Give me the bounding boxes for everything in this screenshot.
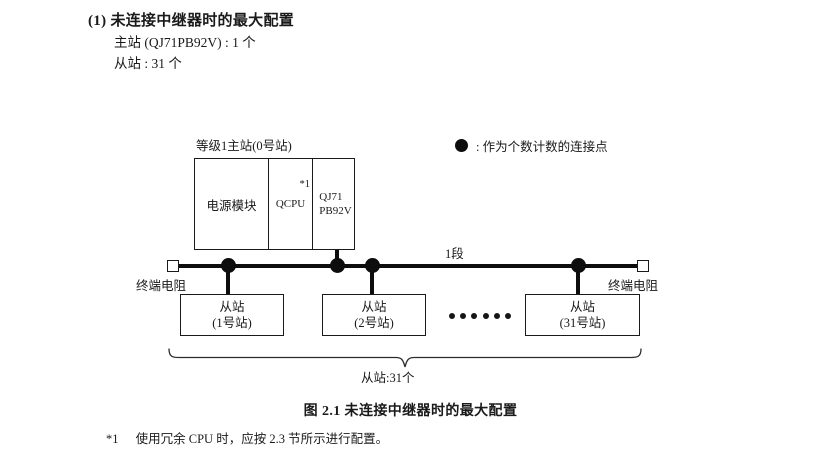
slave-drop-stem bbox=[370, 266, 374, 294]
terminator-left-icon bbox=[167, 260, 179, 272]
section-title: (1) 未连接中继器时的最大配置 bbox=[88, 10, 708, 32]
slave-drop-stem bbox=[576, 266, 580, 294]
power-module-cell: 电源模块 bbox=[195, 159, 269, 249]
qj71pb92v-label: QJ71 PB92V bbox=[319, 190, 351, 218]
qcpu-label: QCPU bbox=[275, 198, 306, 210]
connection-point-dot bbox=[365, 258, 380, 273]
section-title-text: 未连接中继器时的最大配置 bbox=[110, 13, 295, 29]
slave-station-name: 从站 bbox=[361, 300, 387, 314]
footnote: *1 使用冗余 CPU 时，应按 2.3 节所示进行配置。 bbox=[106, 428, 388, 447]
ellipsis-dot bbox=[482, 313, 489, 319]
brace-svg bbox=[168, 348, 642, 368]
slave-station-number: (2号站) bbox=[354, 316, 394, 330]
slave-station-box: 从站 (31号站) bbox=[525, 294, 640, 336]
terminator-right-icon bbox=[637, 260, 649, 272]
connection-point-dot bbox=[221, 258, 236, 273]
slave-station-name: 从站 bbox=[569, 300, 595, 314]
slave-station-number: (31号站) bbox=[559, 316, 606, 330]
power-module-label: 电源模块 bbox=[206, 198, 257, 213]
slave-station-box: 从站 (2号站) bbox=[322, 294, 426, 336]
section-number: (1) bbox=[88, 13, 107, 29]
qj71pb92v-label-line2: PB92V bbox=[319, 205, 352, 217]
footnote-marker: *1 bbox=[299, 179, 311, 190]
qj71pb92v-cell: QJ71 PB92V bbox=[313, 159, 354, 249]
terminator-right-label: 终端电阻 bbox=[608, 279, 659, 293]
ellipsis-dot bbox=[471, 313, 478, 319]
ellipsis-dot bbox=[493, 313, 500, 319]
ellipsis-dots bbox=[449, 313, 511, 319]
ellipsis-dot bbox=[504, 313, 511, 319]
legend: : 作为个数计数的连接点 bbox=[455, 136, 608, 155]
connection-point-dot bbox=[330, 258, 345, 273]
slave-station-box: 从站 (1号站) bbox=[180, 294, 284, 336]
figure-caption: 图 2.1 未连接中继器时的最大配置 bbox=[303, 404, 518, 419]
filled-circle-icon bbox=[455, 139, 468, 152]
slave-station-number: (1号站) bbox=[212, 316, 252, 330]
qcpu-cell: QCPU *1 bbox=[269, 159, 313, 249]
slave-station-name: 从站 bbox=[219, 300, 245, 314]
master-station-box: 电源模块 QCPU *1 QJ71 PB92V bbox=[194, 158, 355, 250]
ellipsis-dot bbox=[460, 313, 467, 319]
slave-group-label: 从站:31个 bbox=[361, 371, 415, 385]
footnote-mark: *1 bbox=[106, 432, 119, 446]
master-station-caption: 等级1主站(0号站) bbox=[196, 139, 292, 153]
slave-group-brace bbox=[165, 348, 645, 375]
segment-label: 1段 bbox=[445, 247, 464, 261]
slave-count-line: 从站 : 31 个 bbox=[114, 56, 182, 71]
legend-label: : 作为个数计数的连接点 bbox=[476, 140, 608, 154]
footnote-text: 使用冗余 CPU 时，应按 2.3 节所示进行配置。 bbox=[135, 432, 389, 446]
bus-trunk-line bbox=[178, 264, 644, 268]
connection-point-dot bbox=[571, 258, 586, 273]
terminator-left-label: 终端电阻 bbox=[136, 279, 187, 293]
master-count-line: 主站 (QJ71PB92V) : 1 个 bbox=[114, 35, 256, 50]
qj71pb92v-label-line1: QJ71 bbox=[319, 191, 343, 203]
ellipsis-dot bbox=[449, 313, 455, 319]
slave-drop-stem bbox=[226, 266, 230, 294]
heading-block: (1) 未连接中继器时的最大配置 主站 (QJ71PB92V) : 1 个 从站… bbox=[88, 10, 708, 74]
